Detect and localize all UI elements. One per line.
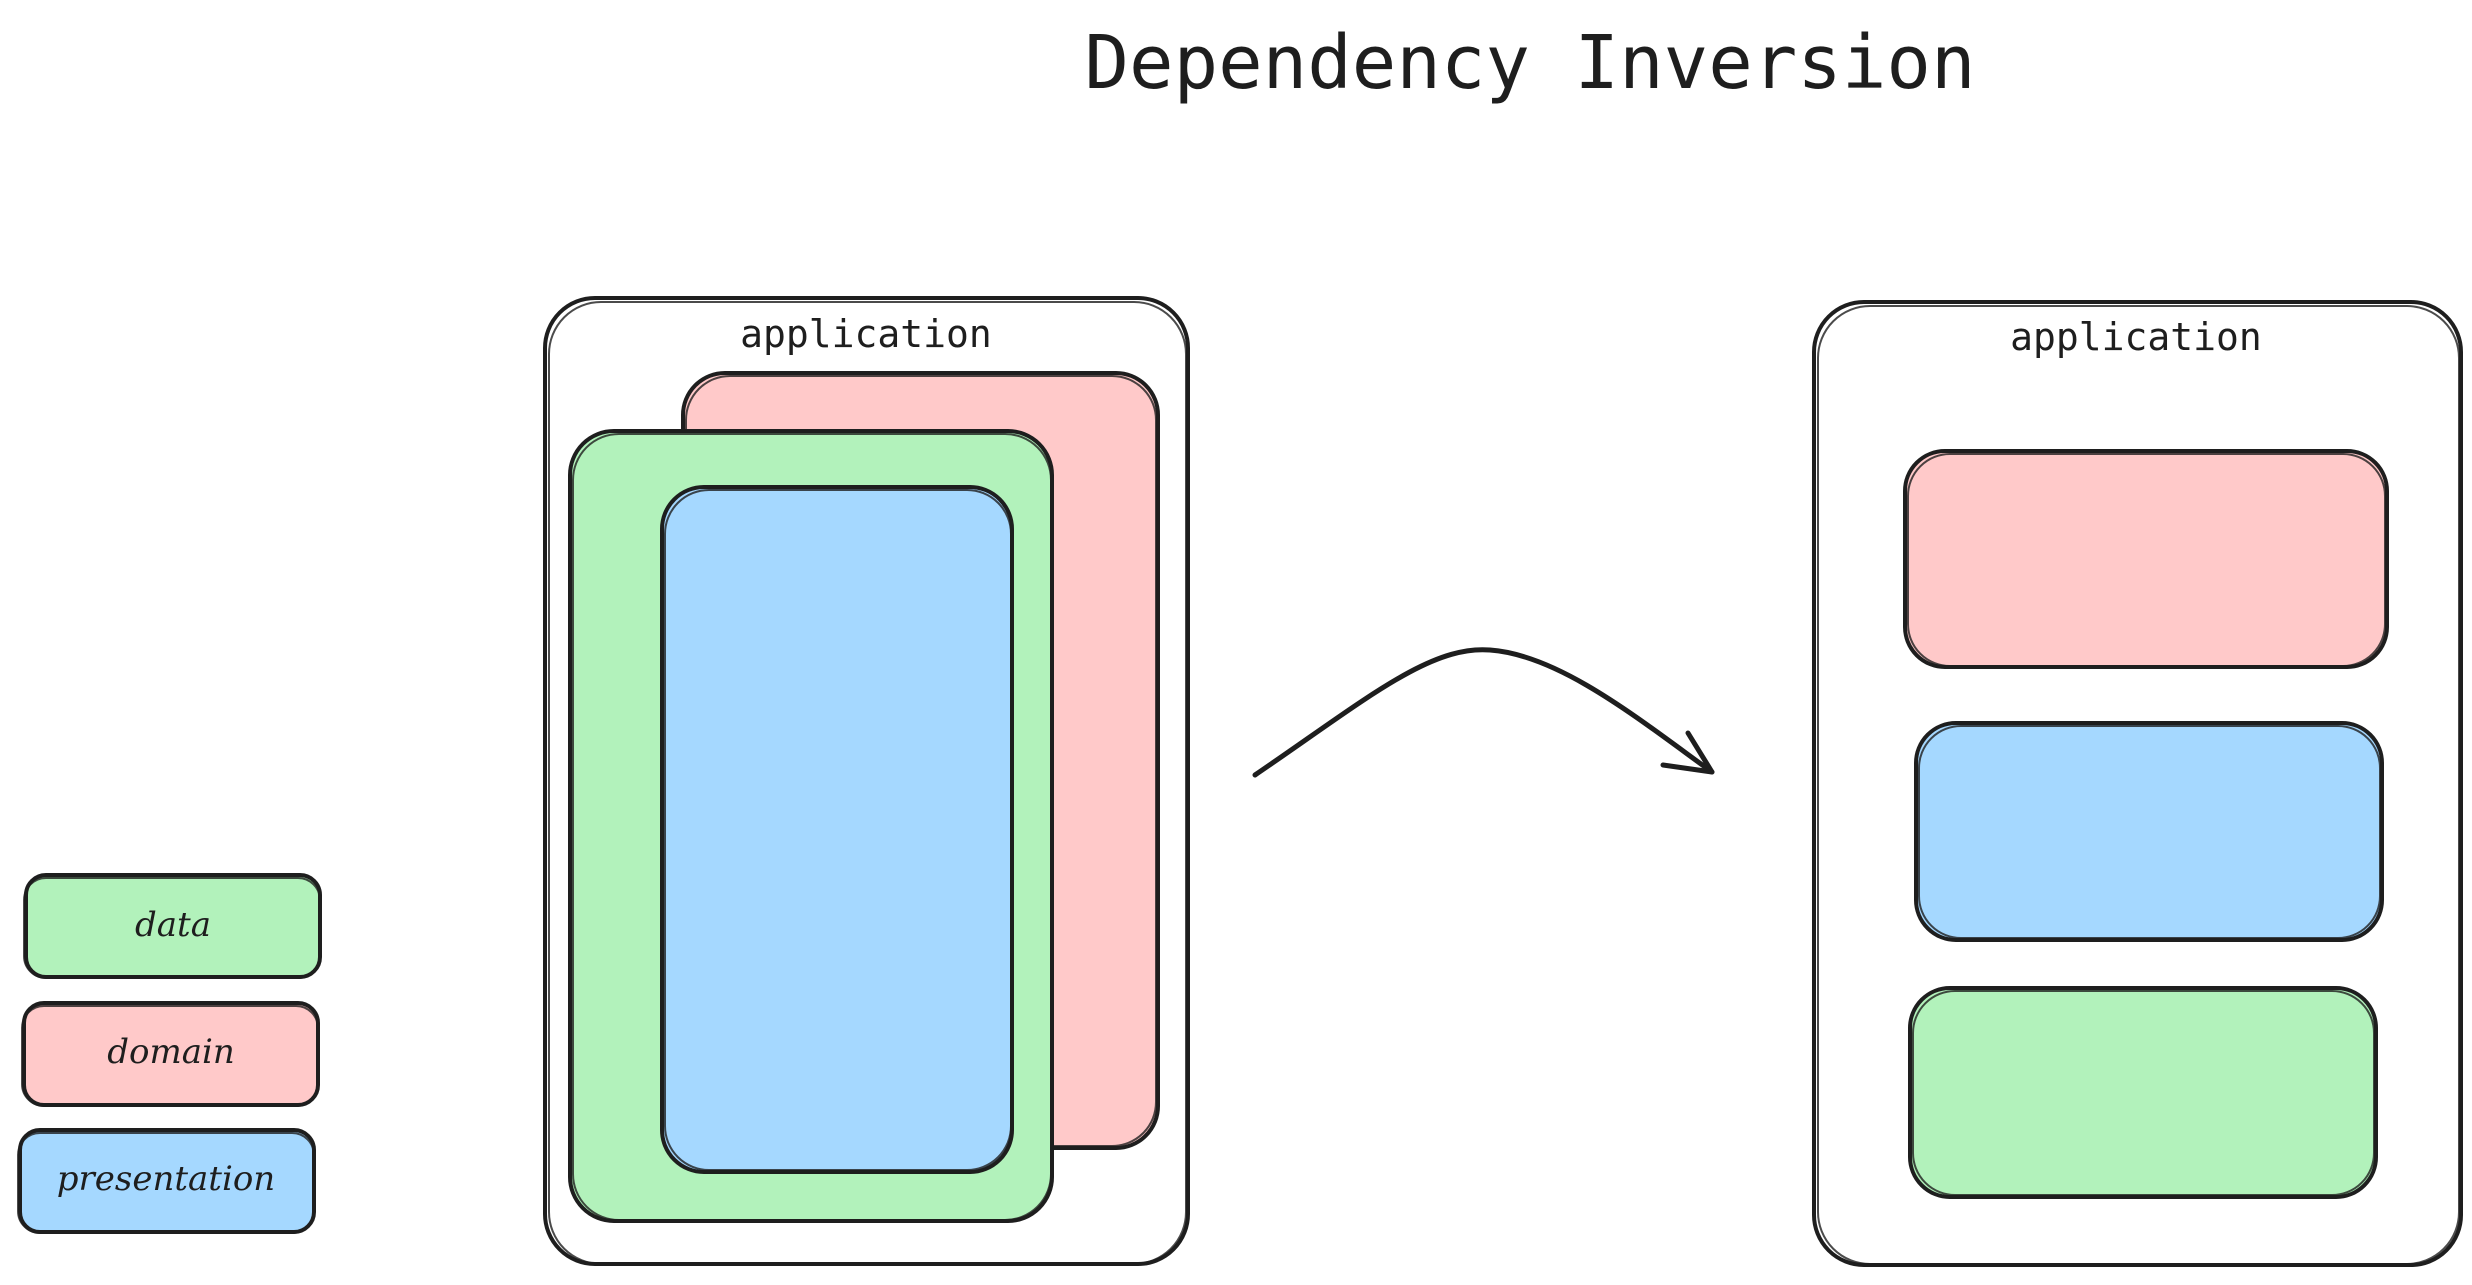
legend-item-data: data <box>23 873 322 979</box>
presentation-layer-after-sketch <box>1918 725 2381 939</box>
data-layer-before-sketch <box>572 433 1052 1221</box>
legend: data domain presentation <box>17 873 322 1234</box>
presentation-layer-before <box>660 485 1014 1174</box>
legend-item-presentation: presentation <box>17 1128 316 1234</box>
application-container-after-sketch <box>1817 305 2460 1265</box>
domain-layer-after-sketch <box>1907 453 2386 667</box>
legend-label-presentation: presentation <box>57 1159 275 1199</box>
legend-swatch-data-sketch <box>23 877 321 979</box>
application-label-after: application <box>2010 315 2262 359</box>
legend-item-domain: domain <box>21 1001 320 1107</box>
arrow-curve <box>1252 647 1715 778</box>
application-label-before: application <box>740 312 992 356</box>
data-layer-after <box>1908 986 2378 1199</box>
application-before: application <box>543 296 1190 1266</box>
data-layer-after-sketch <box>1912 990 2375 1196</box>
legend-swatch-presentation-sketch <box>17 1132 315 1234</box>
arrow-head <box>1660 730 1715 775</box>
presentation-layer-after <box>1914 721 2384 942</box>
legend-swatch-domain-sketch <box>21 1005 319 1107</box>
presentation-layer-before-sketch <box>664 489 1012 1171</box>
legend-label-data: data <box>135 905 211 945</box>
application-container-before-sketch <box>548 301 1187 1265</box>
diagram-title: Dependency Inversion <box>1084 20 1975 106</box>
transformation-arrow <box>1252 647 1715 778</box>
domain-layer-after <box>1903 449 2389 669</box>
legend-label-domain: domain <box>107 1032 235 1072</box>
application-after: application <box>1812 300 2463 1267</box>
